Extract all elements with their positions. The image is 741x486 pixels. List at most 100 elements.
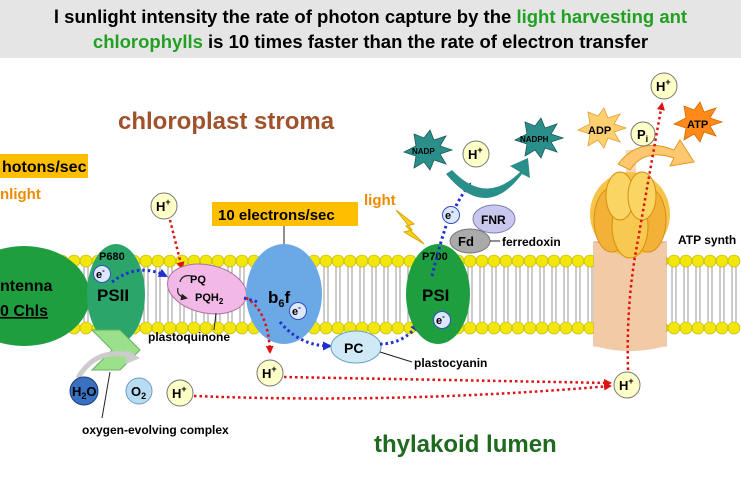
svg-text:H+: H+: [468, 145, 483, 162]
phosphorylation-arrow: [617, 139, 695, 171]
lipid-head: [547, 254, 561, 268]
headline-line2-text: is 10 times faster than the rate of elec…: [202, 31, 649, 52]
fnr-enzyme: [472, 204, 516, 234]
lipid-head: [331, 321, 345, 335]
lipid-head: [379, 321, 393, 335]
lipid-head: [715, 321, 729, 335]
lipid-head: [343, 254, 357, 268]
lipid-head: [475, 254, 489, 268]
psii-label: PSII: [97, 286, 129, 305]
atp-star: [672, 101, 724, 143]
photons-rate-label: hotons/sec: [2, 159, 87, 176]
lipid-head: [703, 321, 717, 335]
lipid-head: [139, 254, 153, 268]
lipid-head: [499, 254, 513, 268]
lipid-head: [691, 254, 705, 268]
svg-text:H+: H+: [656, 77, 671, 94]
svg-text:e-: e-: [292, 303, 301, 318]
nadph-star: [513, 117, 565, 159]
lipid-head: [367, 321, 381, 335]
oxygen-evolving-complex-shape: [90, 329, 141, 371]
electron-b6f: e-: [289, 302, 307, 320]
lipid-head: [679, 321, 693, 335]
p680-label: P680: [99, 251, 125, 263]
lipid-head: [559, 254, 573, 268]
antenna-chls-label: 0 Chls: [0, 303, 48, 320]
lipid-head: [703, 254, 717, 268]
lipid-head: [331, 254, 345, 268]
antenna-complex: [0, 246, 90, 346]
light-label: light: [364, 192, 396, 209]
phosphate-pi: Pi: [630, 121, 656, 147]
psi-complex: [406, 244, 470, 344]
svg-text:H+: H+: [619, 376, 634, 393]
electrons-rate-label: 10 electrons/sec: [218, 207, 335, 224]
proton-lumen-atp: H+: [613, 371, 641, 399]
nadph-label: NADPH: [520, 135, 549, 144]
lipid-head: [523, 321, 537, 335]
lipid-head: [79, 321, 93, 335]
electron-psi-stroma: e-: [442, 206, 460, 224]
lipid-head: [391, 321, 405, 335]
lipid-head: [487, 254, 501, 268]
water-molecule: H2O: [69, 376, 99, 406]
plastocyanin-label: plastocyanin: [414, 356, 487, 370]
nadp-star: [402, 129, 454, 171]
headline-line1-highlight: light harvesting ant: [516, 6, 688, 27]
lipid-head: [355, 254, 369, 268]
lipid-head: [727, 254, 741, 268]
lipid-head: [511, 254, 525, 268]
fd-label: Fd: [458, 234, 474, 249]
photons-rate-box: [0, 154, 88, 178]
lipid-head: [235, 254, 249, 268]
lipid-head: [367, 254, 381, 268]
headline-line1-text: l sunlight intensity the rate of photon …: [53, 6, 517, 27]
atp-synthase: [590, 150, 670, 351]
lipid-head: [571, 321, 585, 335]
electron-psi: e-: [433, 311, 451, 329]
lumen-label: thylakoid lumen: [374, 431, 557, 458]
ferredoxin-label: ferredoxin: [502, 235, 561, 249]
nadp-label: NADP: [412, 147, 435, 156]
p700-label: P700: [422, 251, 448, 263]
lipid-head: [463, 254, 477, 268]
sunlight-label: nlight: [0, 186, 41, 203]
lipid-head: [667, 321, 681, 335]
lipid-head: [391, 254, 405, 268]
lipid-head: [151, 254, 165, 268]
antenna-label: ntenna: [0, 278, 53, 295]
lipid-head: [559, 321, 573, 335]
proton-nadp: H+: [462, 140, 490, 168]
electron-psii: e-: [93, 265, 111, 283]
lipid-head: [571, 254, 585, 268]
nadp-reduction-arrow: [446, 158, 530, 198]
lipid-head: [547, 321, 561, 335]
lipid-head: [487, 321, 501, 335]
headline-line2-highlight: chlorophylls: [92, 31, 203, 52]
lipid-head: [511, 321, 525, 335]
atp-synthase-label: ATP synth: [678, 233, 736, 247]
plastoquinone-pool: PQ PQH2: [167, 263, 247, 315]
svg-text:H+: H+: [262, 364, 277, 381]
lipid-head: [727, 321, 741, 335]
lightning-icon: [395, 209, 425, 245]
svg-text:PQ: PQ: [190, 274, 206, 286]
lipid-head: [79, 254, 93, 268]
cytochrome-b6f: [246, 244, 322, 344]
fnr-label: FNR: [481, 213, 506, 227]
lipid-head: [475, 321, 489, 335]
lipid-head: [319, 321, 333, 335]
b6f-label: b6f: [268, 288, 291, 310]
stroma-label: chloroplast stroma: [118, 108, 335, 135]
lipid-head: [679, 254, 693, 268]
headline-banner: l sunlight intensity the rate of photon …: [0, 0, 741, 58]
lipid-head: [691, 321, 705, 335]
lipid-head: [223, 254, 237, 268]
oec-label: oxygen-evolving complex: [82, 423, 229, 437]
plastocyanin: [330, 330, 382, 364]
lipid-head: [523, 254, 537, 268]
proton-lumen-b6f: H+: [256, 359, 284, 387]
proton-atp-out: H+: [650, 72, 678, 100]
svg-text:PQH2: PQH2: [195, 292, 224, 306]
lipid-head: [535, 254, 549, 268]
